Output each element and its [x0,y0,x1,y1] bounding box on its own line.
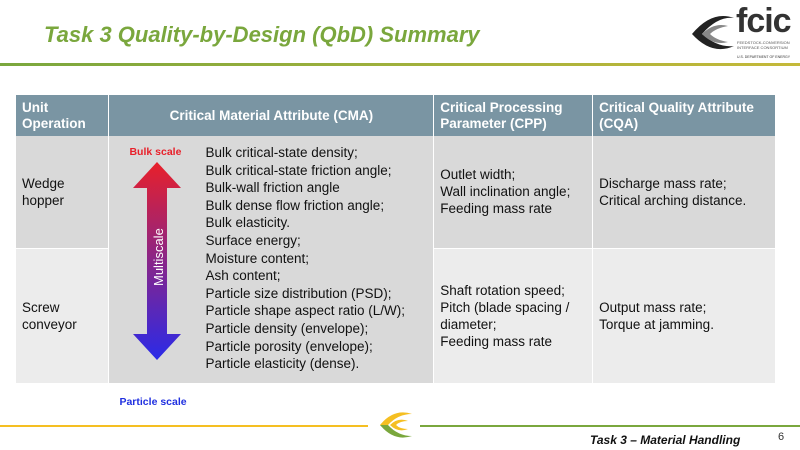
cma-cell: Bulk scale Multiscale Particle scale Bul… [108,136,435,408]
cma-item: Bulk elasticity. [205,215,290,231]
header-cma: Critical Material Attribute (CMA) [108,95,435,136]
cma-item: Particle size distribution (PSD); [205,285,392,301]
footer-line-left [0,425,368,427]
cpp-cell: Outlet width; Wall inclination angle; Fe… [433,136,594,249]
cpp-item: Pitch (blade spacing / [440,299,570,315]
multiscale-label: Multiscale [151,228,166,286]
cqa-item: Critical arching distance. [599,192,747,208]
cpp-item: diameter; [440,316,497,332]
table-row: Screw conveyor Shaft rotation speed; Pit… [16,248,776,383]
cma-item: Particle porosity (envelope); [205,338,373,354]
qbd-table: Unit Operation Critical Material Attribu… [16,95,776,408]
page-number: 6 [778,431,785,443]
bulk-scale-label: Bulk scale [129,146,182,158]
particle-scale-label: Particle scale [119,396,187,408]
logo-agency: U.S. DEPARTMENT OF ENERGY [737,55,791,59]
cqa-item: Output mass rate; [599,299,707,315]
footer-line-right [420,425,800,427]
cqa-cell: Discharge mass rate; Critical arching di… [592,136,776,249]
cma-item: Surface energy; [205,232,301,248]
header-divider [0,63,800,66]
table-row: Wedge hopper Bulk scale Multiscale Parti… [16,136,776,408]
header-cpp: Critical Processing Parameter (CPP) [433,95,594,136]
cma-item: Bulk-wall friction angle [205,180,340,196]
cma-item: Particle elasticity (dense). [205,356,360,372]
leaf-logo-icon [380,412,412,438]
fcic-logo: fcic FEEDSTOCK-CONVERSION INTERFACE CONS… [688,2,800,62]
cpp-item: Feeding mass rate [440,333,553,349]
cma-item: Bulk critical-state friction angle; [205,162,392,178]
header-cqa: Critical Quality Attribute (CQA) [592,95,776,136]
unit-cell: Wedge hopper [16,136,110,249]
double-arrow-icon: Multiscale [133,162,182,360]
scale-graphic: Bulk scale Multiscale Particle scale [109,136,205,408]
cpp-item: Wall inclination angle; [440,184,571,200]
cma-item: Bulk dense flow friction angle; [205,197,385,213]
footer-label: Task 3 – Material Handling [590,433,741,447]
logo-word: fcic [736,2,792,40]
cpp-cell: Shaft rotation speed; Pitch (blade spaci… [433,248,594,383]
cma-item: Particle density (envelope); [205,320,369,336]
table-header-row: Unit Operation Critical Material Attribu… [16,95,776,136]
page-title: Task 3 Quality-by-Design (QbD) Summary [44,22,480,47]
logo-subtitle: FEEDSTOCK-CONVERSION INTERFACE CONSORTIU… [737,40,790,50]
cqa-cell: Output mass rate; Torque at jamming. [592,248,776,383]
cma-item: Particle shape aspect ratio (L/W); [205,303,406,319]
unit-cell: Screw conveyor [16,248,110,383]
cpp-item: Shaft rotation speed; [440,282,565,298]
cma-item: Moisture content; [205,250,310,266]
cqa-item: Torque at jamming. [599,316,714,332]
leaf-eye-icon [692,16,734,50]
cpp-item: Feeding mass rate [440,201,553,217]
cma-list: Bulk critical-state density; Bulk critic… [205,144,427,373]
cpp-item: Outlet width; [440,167,516,183]
cqa-item: Discharge mass rate; [599,175,727,191]
cma-item: Ash content; [205,268,281,284]
header-unit: Unit Operation [16,95,110,136]
cma-item: Bulk critical-state density; [205,145,358,160]
